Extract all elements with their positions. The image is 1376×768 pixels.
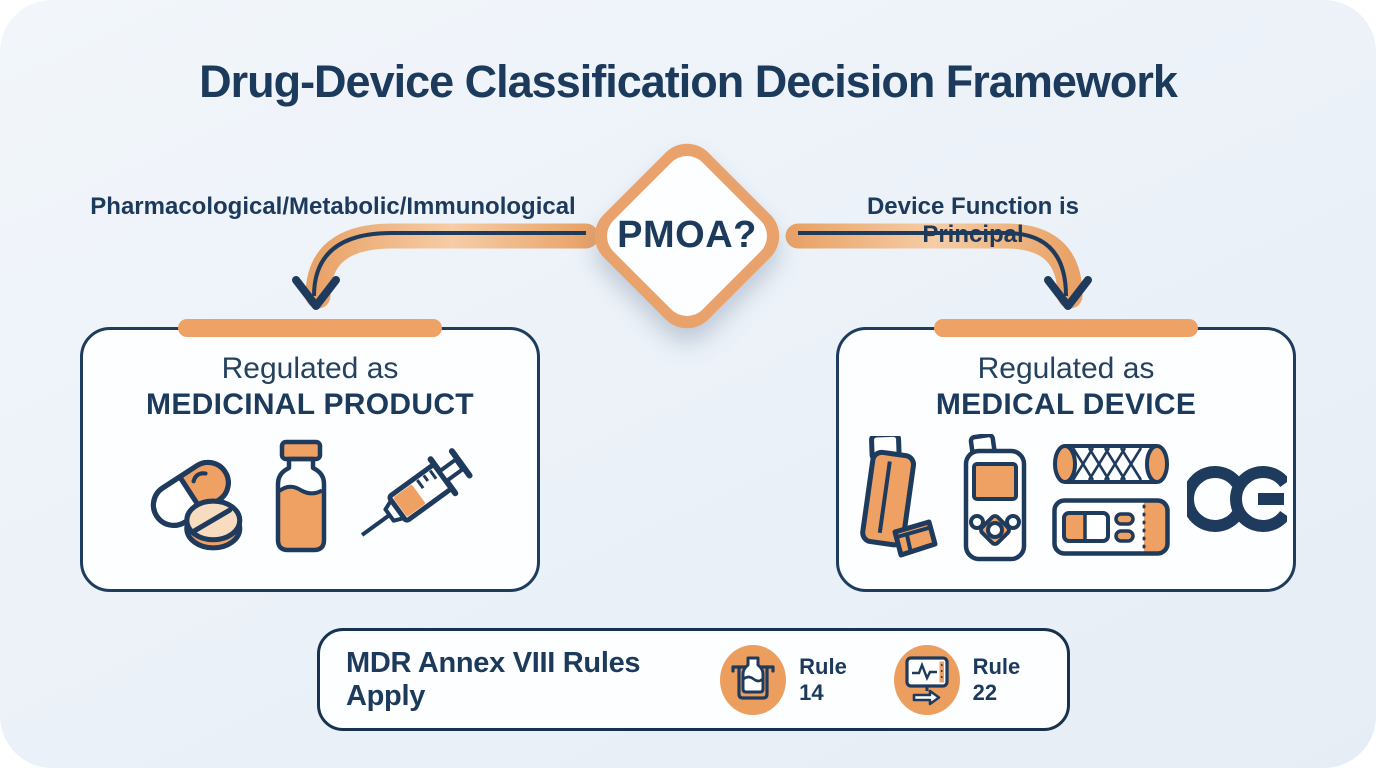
medicinal-icons-row [83, 434, 537, 562]
ce-mark-icon [1187, 466, 1287, 532]
mdr-rules-box: MDR Annex VIII Rules Apply Rule 14 Rule … [317, 628, 1070, 731]
inhaler-icon [860, 436, 938, 558]
box-title: MEDICINAL PRODUCT [146, 388, 474, 421]
left-branch-arrow [292, 223, 599, 310]
box-accent-bar [178, 319, 442, 337]
mdr-rules-label: MDR Annex VIII Rules Apply [346, 646, 641, 712]
rule-22-badge [893, 644, 960, 715]
flask-icon [731, 656, 775, 700]
device-icons-row [839, 434, 1293, 564]
medicine-vial-icon [275, 439, 327, 553]
box-title: MEDICAL DEVICE [935, 388, 1197, 421]
rule-14-label: Rule 14 [799, 653, 847, 705]
rule-14-badge [720, 644, 787, 715]
page-title: Drug-Device Classification Decision Fram… [199, 56, 1178, 107]
test-strip-icon [1052, 498, 1170, 556]
stent-and-strip-stack [1051, 442, 1171, 556]
right-branch-arrow [785, 223, 1092, 310]
right-branch-label: Device Function is Principal [866, 193, 1080, 248]
infusion-pump-icon [963, 434, 1027, 562]
box-subtitle: Regulated as [977, 352, 1155, 385]
rule-22-label: Rule 22 [972, 653, 1021, 705]
pmoa-label: PMOA? [617, 214, 757, 256]
medical-device-box: Regulated as MEDICAL DEVICE [836, 319, 1296, 592]
stent-icon [1053, 444, 1169, 484]
box-accent-bar [934, 319, 1198, 337]
left-branch-label: Pharmacological/Metabolic/Immunological [90, 193, 576, 220]
monitor-icon [904, 655, 949, 705]
syringe-icon [360, 448, 473, 537]
box-subtitle: Regulated as [221, 352, 399, 385]
capsule-and-tablet-icon [150, 459, 243, 551]
medicinal-product-box: Regulated as MEDICINAL PRODUCT [80, 319, 540, 592]
